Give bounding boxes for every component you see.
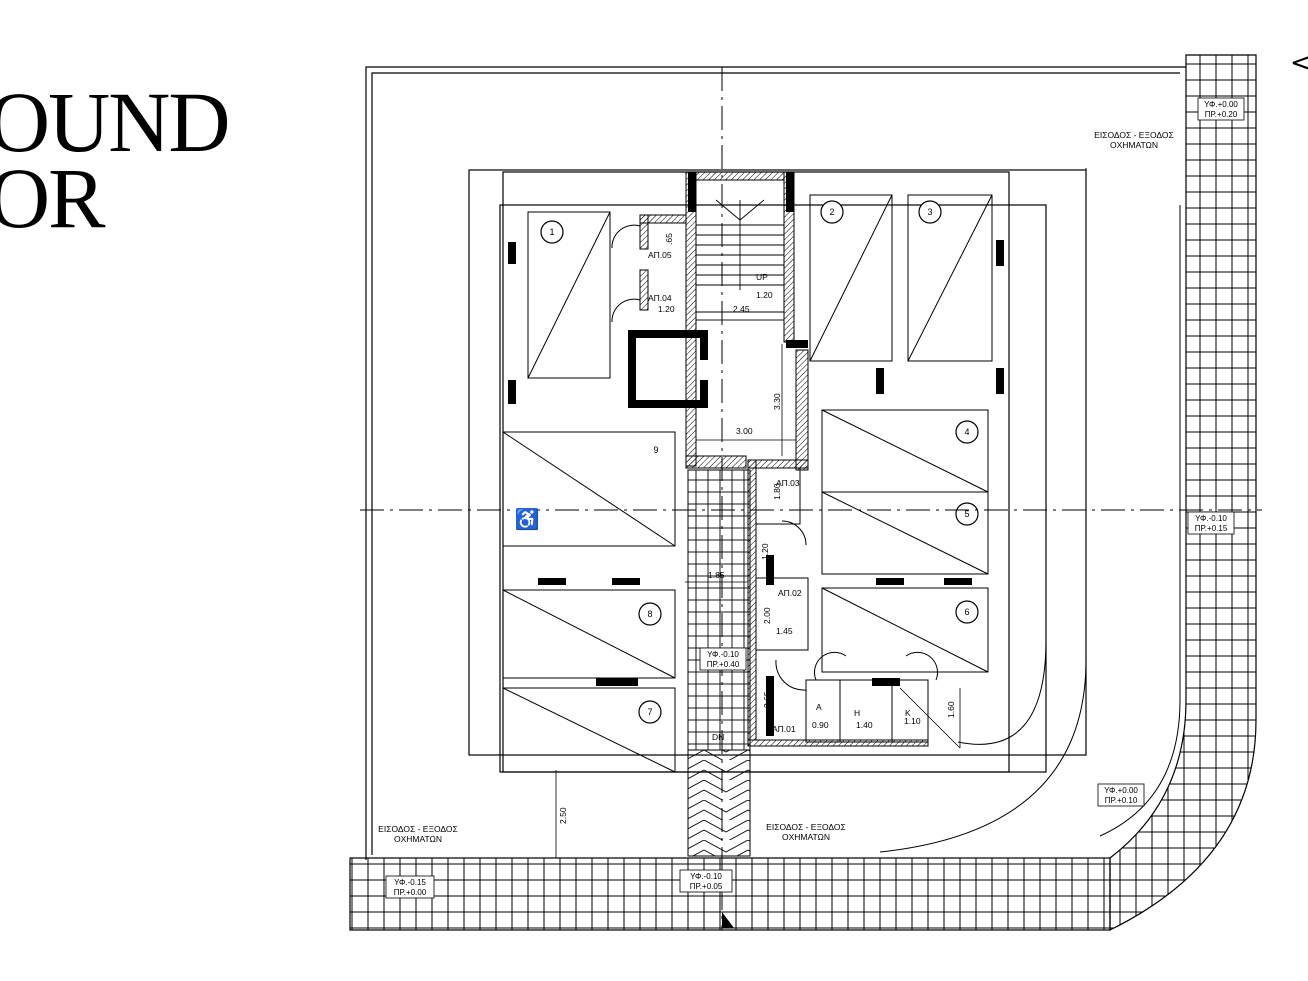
room-label: ΑΠ.03	[776, 478, 800, 488]
dimension-label: 0.90	[812, 720, 829, 730]
back-arrow-icon[interactable]: <	[1290, 48, 1308, 78]
level-yf: ΥΦ.-0.10	[707, 650, 739, 659]
parking-bays	[502, 194, 993, 773]
dimension-label: 2.65	[762, 691, 772, 708]
dimension-label: .65	[664, 233, 674, 245]
dimension-label: 3.00	[736, 426, 753, 436]
entrance-label-bottom-center: ΕΙΣΟΔΟΣ - ΕΞΟΔΟΣ	[766, 822, 846, 832]
core-walls	[639, 171, 929, 747]
entrance-label-top-right: ΕΙΣΟΔΟΣ - ΕΞΟΔΟΣ	[1094, 130, 1174, 140]
dimension-lines	[555, 311, 961, 858]
dimension-label: 1.80	[772, 483, 782, 500]
room-label: ΑΠ.04	[648, 293, 672, 303]
axis-lines	[360, 67, 1262, 930]
level-pr: ΠΡ.+0.40	[707, 660, 740, 669]
dimension-label: 2.50	[558, 807, 568, 824]
dimension-label: 1.45	[776, 626, 793, 636]
level-pr: ΠΡ.+0.00	[394, 888, 427, 897]
parking-number: 3	[927, 207, 932, 217]
level-pr: ΠΡ.+0.20	[1205, 110, 1238, 119]
stairwell	[695, 199, 785, 321]
dimension-label: 1.60	[946, 701, 956, 718]
parking-number: 6	[964, 607, 969, 617]
dimension-label: 1.20	[760, 543, 770, 560]
parking-number: 5	[964, 509, 969, 519]
entrance-label-bottom-left-2: ΟΧΗΜΑΤΩΝ	[394, 834, 442, 844]
heading-line-2: OR	[0, 150, 105, 246]
dimension-label: 1.10	[904, 716, 921, 726]
dimension-label: 1.85	[708, 570, 725, 580]
wheelchair-icon: ♿	[515, 507, 540, 531]
parking-number: 8	[647, 609, 652, 619]
dimension-label: 2.45	[733, 304, 750, 314]
entrance-ramp	[687, 749, 751, 857]
entrance-label-top-right-2: ΟΧΗΜΑΤΩΝ	[1110, 140, 1158, 150]
parking-number: 9	[653, 445, 658, 455]
wc-label: H	[854, 708, 860, 718]
parking-number: 4	[964, 427, 969, 437]
level-yf: ΥΦ.+0.00	[1104, 786, 1138, 795]
page-heading: OUND OR	[0, 74, 230, 246]
wc-label: K	[905, 708, 911, 718]
parking-number: 7	[647, 707, 652, 717]
dimension-label: 1.20	[756, 290, 773, 300]
room-label: ΑΠ.02	[778, 588, 802, 598]
parking-number-circles	[540, 200, 979, 724]
stair-up-label: UP	[756, 272, 768, 282]
level-yf: ΥΦ.-0.15	[394, 878, 426, 887]
dimension-label: 2.00	[762, 607, 772, 624]
dimension-label: 1.20	[658, 304, 675, 314]
level-pr: ΠΡ.+0.15	[1195, 524, 1228, 533]
stair-down-label: DN	[712, 732, 724, 742]
level-pr: ΠΡ.+0.05	[690, 882, 723, 891]
north-marker-icon	[722, 912, 734, 928]
dimension-label: 3.30	[772, 393, 782, 410]
room-label: ΑΠ.01	[772, 724, 796, 734]
wc-label: A	[816, 702, 822, 712]
level-yf: ΥΦ.+0.00	[1204, 100, 1238, 109]
level-marker-boxes	[385, 97, 1245, 899]
site-boundary	[365, 66, 1186, 860]
parking-number: 1	[549, 227, 554, 237]
heading-line-1: OUND	[0, 74, 230, 170]
dimension-label: 1.40	[856, 720, 873, 730]
level-yf: ΥΦ.-0.10	[690, 872, 722, 881]
entrance-label-bottom-left: ΕΙΣΟΔΟΣ - ΕΞΟΔΟΣ	[378, 824, 458, 834]
sidewalk-paving	[349, 54, 1257, 931]
parking-number: 2	[829, 207, 834, 217]
level-yf: ΥΦ.-0.10	[1195, 514, 1227, 523]
entrance-label-bottom-center-2: ΟΧΗΜΑΤΩΝ	[782, 832, 830, 842]
room-label: ΑΠ.05	[648, 250, 672, 260]
level-pr: ΠΡ.+0.10	[1105, 796, 1138, 805]
